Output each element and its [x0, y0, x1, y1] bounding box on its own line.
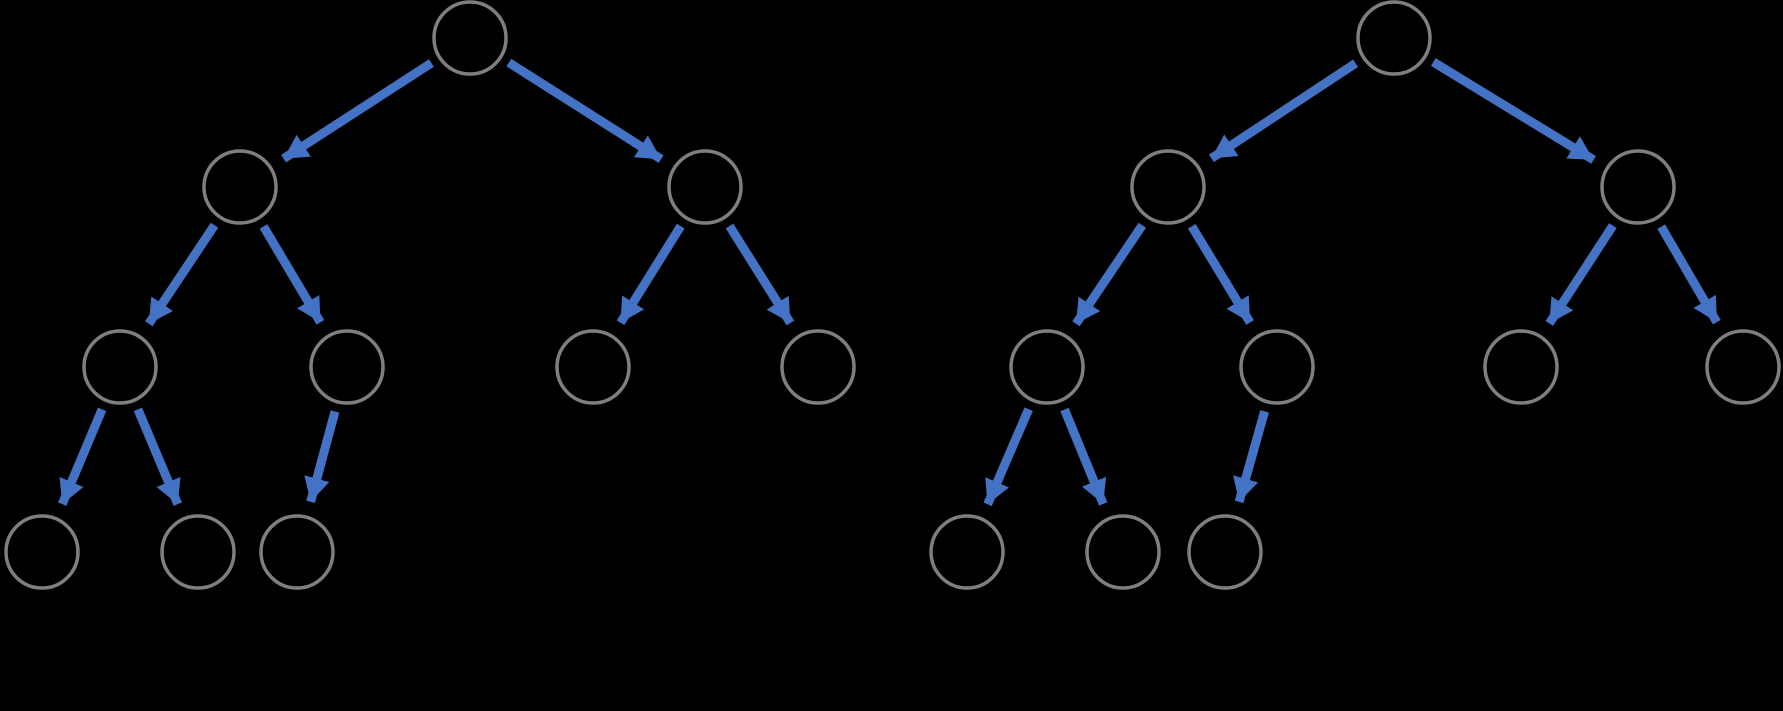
- left-tree-group: [4, 0, 856, 590]
- right-tree-node-ll: [1009, 329, 1085, 405]
- right-tree-node-l: [1130, 149, 1206, 225]
- right-tree-group: [929, 0, 1781, 590]
- right-tree-edge-lr-lrl-arrow: [1233, 410, 1269, 504]
- left-tree-node-r: [667, 149, 743, 225]
- right-tree-edge-r-rl-arrow: [1545, 223, 1617, 326]
- right-tree-node-lrl: [1187, 514, 1263, 590]
- left-tree-node-l: [202, 149, 278, 225]
- left-tree-node-llr: [160, 514, 236, 590]
- right-tree-edge-root-r-arrow: [1430, 58, 1596, 164]
- left-tree-edge-l-ll-arrow: [145, 222, 219, 327]
- left-tree-node-lr: [309, 329, 385, 405]
- right-tree-node-rl: [1483, 329, 1559, 405]
- left-tree-edge-ll-llr-arrow: [133, 407, 182, 506]
- right-tree-edge-ll-llr-arrow: [1060, 407, 1108, 506]
- left-tree-node-lrl: [259, 514, 335, 590]
- left-tree-edge-root-r-arrow: [506, 58, 664, 164]
- right-tree-node-rr: [1705, 329, 1781, 405]
- left-tree-edge-r-rr-arrow: [725, 223, 795, 326]
- right-tree-edge-r-rr-arrow: [1657, 224, 1721, 325]
- left-tree-node-rl: [555, 329, 631, 405]
- right-tree-node-lr: [1239, 329, 1315, 405]
- right-tree-node-r: [1600, 149, 1676, 225]
- right-tree-edge-l-ll-arrow: [1072, 222, 1147, 327]
- left-tree-edge-lr-lrl-arrow: [304, 410, 340, 503]
- right-tree-node-lll: [929, 514, 1005, 590]
- left-tree-node-rr: [780, 329, 856, 405]
- right-tree-edge-root-l-arrow: [1208, 59, 1359, 163]
- left-tree-edge-l-lr-arrow: [259, 224, 325, 325]
- left-tree-node-ll: [82, 329, 158, 405]
- left-tree-edge-root-l-arrow: [281, 59, 434, 163]
- left-tree-node-root: [432, 0, 508, 76]
- right-tree-node-root: [1356, 0, 1432, 76]
- right-tree-node-llr: [1085, 514, 1161, 590]
- left-tree-edge-ll-lll-arrow: [58, 407, 107, 506]
- right-tree-edge-ll-lll-arrow: [983, 407, 1033, 507]
- left-tree-edge-r-rl-arrow: [616, 223, 685, 326]
- left-tree-node-lll: [4, 514, 80, 590]
- right-tree-edge-l-lr-arrow: [1187, 223, 1254, 325]
